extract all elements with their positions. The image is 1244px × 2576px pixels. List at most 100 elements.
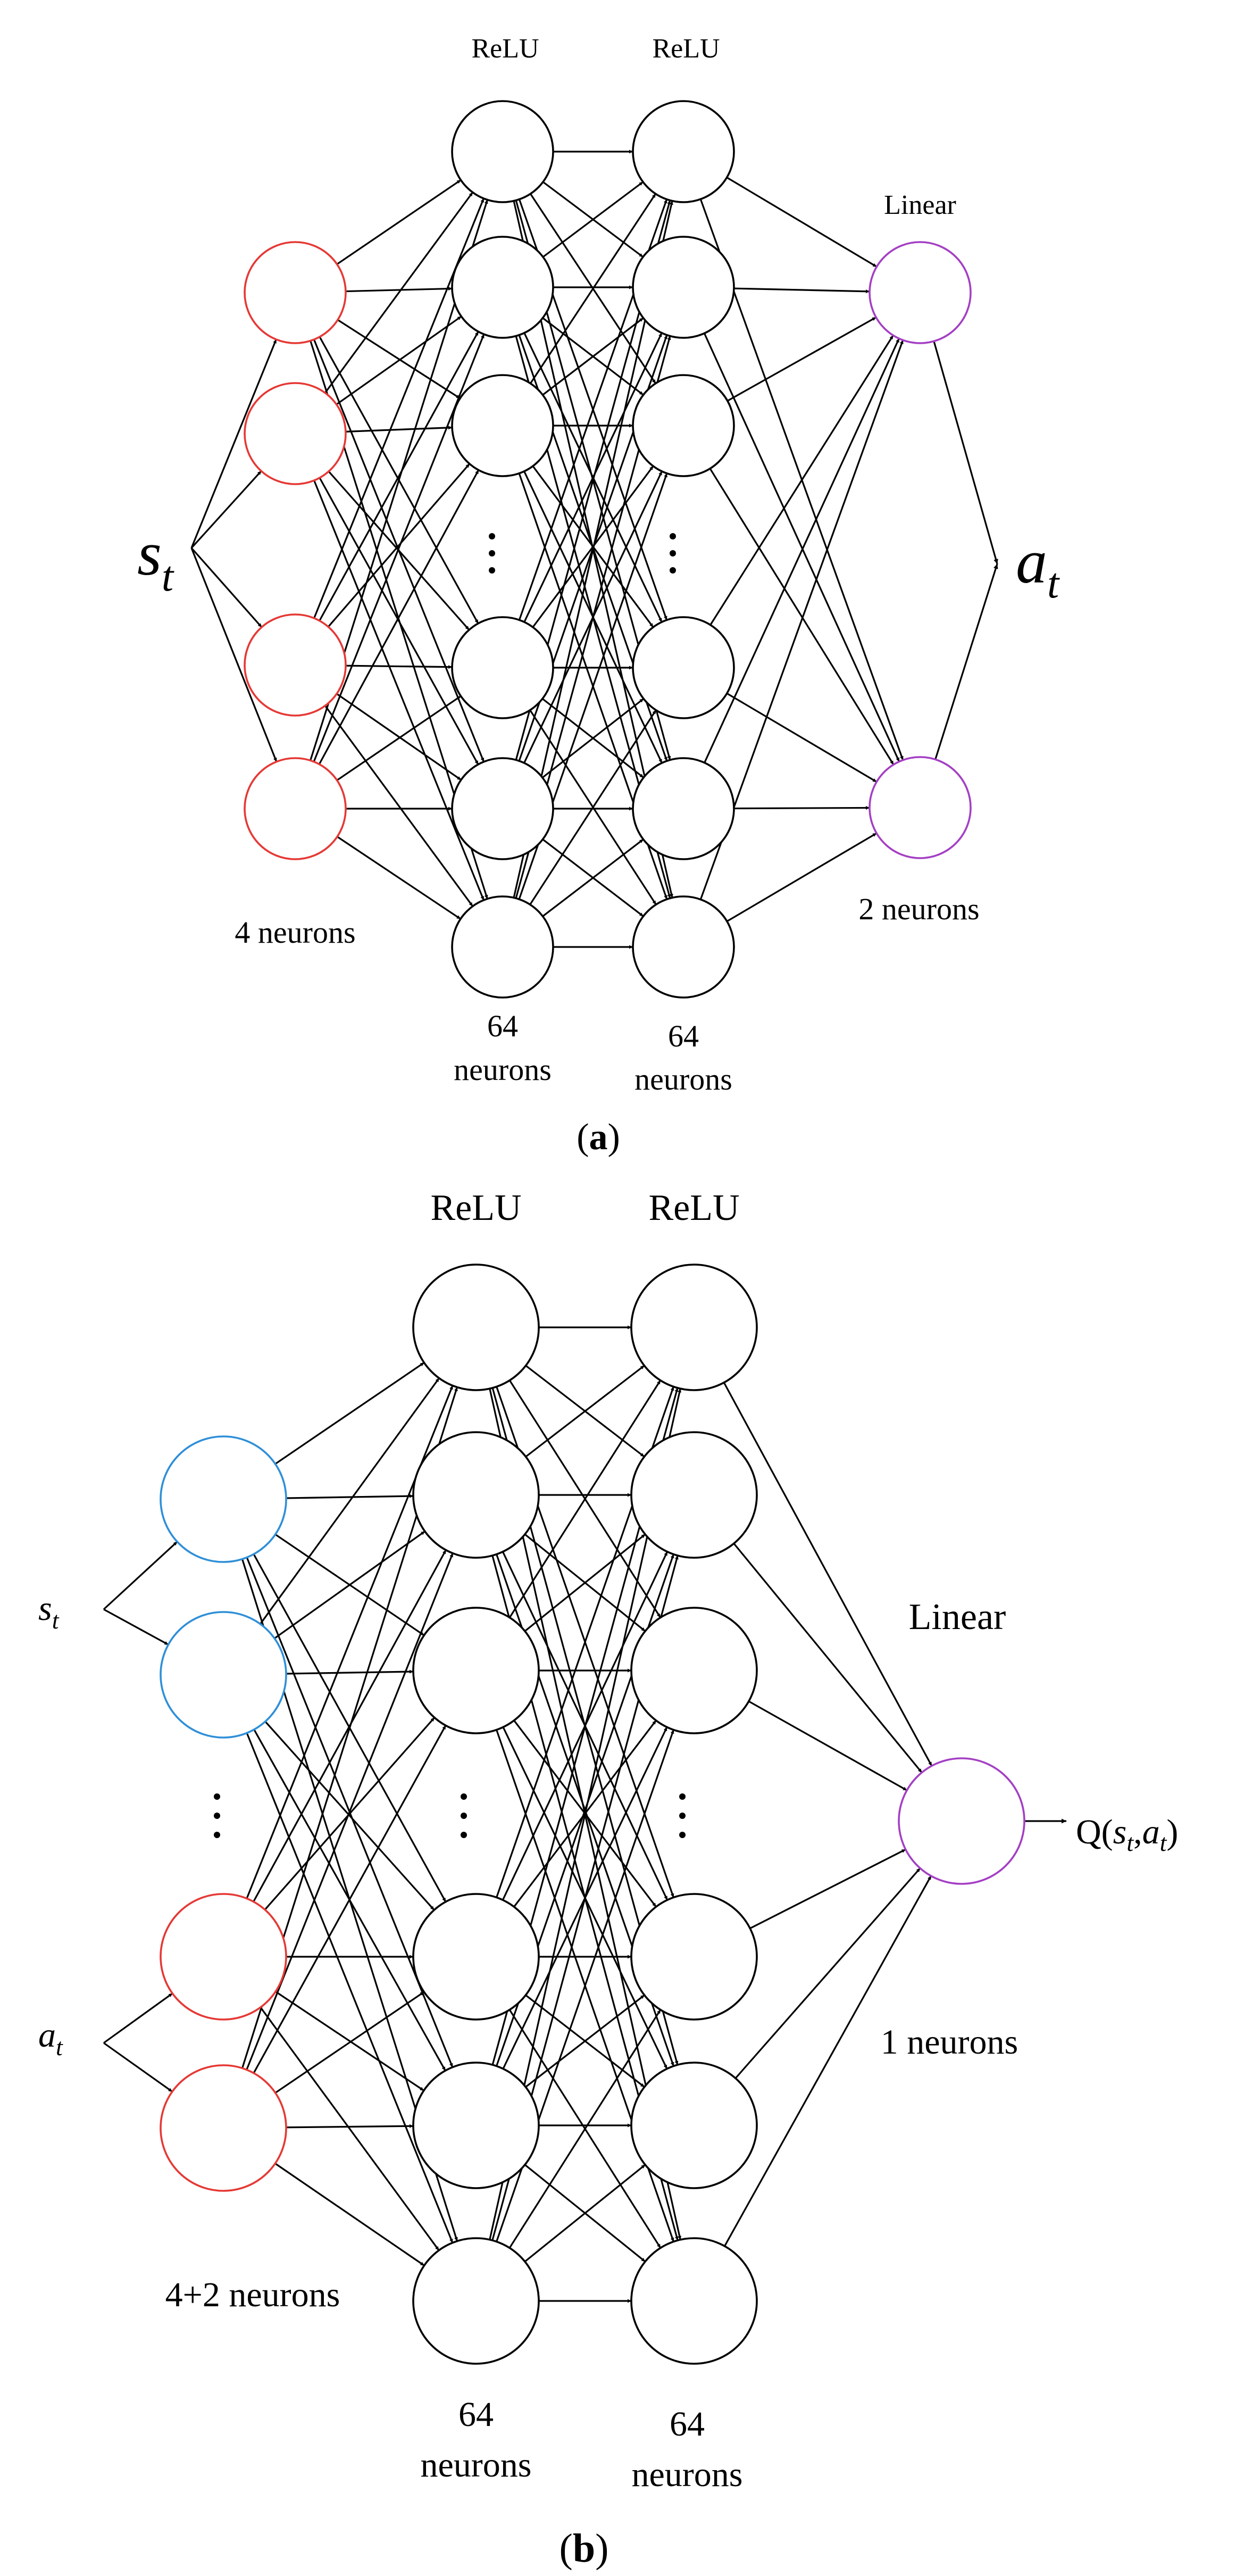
panel-b-hidden2-neuron — [630, 2237, 758, 2365]
panel-b-edge-hidden1-hidden2 — [525, 1994, 645, 2088]
panel-a-hidden2-neuron — [632, 616, 735, 719]
panel-a-hidden1-neuron — [451, 616, 554, 719]
panel-a-hidden2-neuron — [632, 100, 735, 203]
panel-b-edge-input-hidden1 — [286, 2124, 414, 2129]
panel-a-hidden1-neuron — [451, 374, 554, 477]
panel-b-input-label-state: st — [38, 1589, 60, 1634]
panel-a-input-arrow — [190, 547, 278, 762]
panel-b-input-neuron — [160, 1893, 287, 2021]
panel-a-ellipsis-hidden2 — [670, 567, 676, 574]
panel-b-hidden2-neuron — [630, 2062, 758, 2189]
panel-b-hidden1-neuron — [412, 1431, 540, 1559]
panel-a-output-arrow — [933, 340, 998, 564]
panel-a-output-label-main: a — [1016, 527, 1047, 596]
panel-b-edge-input-hidden1 — [264, 1721, 435, 1911]
panel-a-output-label-sub: t — [1047, 560, 1060, 607]
panel-a-count-hidden-1-line-1: 64 — [487, 1009, 518, 1043]
panel-a: ReLU ReLU Linear st at 4 neurons 64 neur… — [137, 34, 1060, 1158]
panel-b-activation-output: Linear — [909, 1597, 1006, 1638]
panel-a-edge-input-hidden1 — [345, 426, 453, 433]
panel-b-input-label-action: at — [38, 2016, 63, 2060]
panel-b-count-output: 1 neurons — [881, 2023, 1018, 2062]
panel-b-ellipsis-hidden2 — [679, 1793, 686, 1800]
panel-a-edge-hidden2-output — [703, 333, 900, 762]
panel-b-hidden1-neuron — [412, 2062, 540, 2189]
panel-b-edge-hidden1-hidden2 — [525, 1365, 645, 1458]
panel-b-edge-input-hidden1 — [253, 1725, 447, 2074]
panel-a-count-hidden-2-line-2: neurons — [634, 1062, 732, 1096]
panel-b-caption-open: ( — [560, 2526, 573, 2571]
panel-b-hidden2-neuron — [630, 1893, 758, 2021]
panel-a-hidden2-neuron — [632, 236, 735, 339]
panel-b-edge-input-hidden1 — [260, 2007, 440, 2251]
panel-b-input-label-action-main: a — [38, 2016, 56, 2055]
panel-b-count-input: 4+2 neurons — [165, 2275, 340, 2314]
panel-a-input-neuron — [244, 757, 347, 860]
panel-b-input-neuron — [160, 1611, 287, 1739]
panel-a-edge-hidden1-hidden2 — [542, 181, 644, 258]
panel-b-edge-hidden2-output — [734, 1867, 921, 2079]
panel-b-output-label-prefix: Q( — [1076, 1813, 1113, 1851]
panel-a-edge-input-hidden1 — [328, 463, 470, 628]
panel-a-edge-input-hidden1 — [324, 705, 473, 907]
panel-b-ellipsis-hidden1 — [461, 1832, 467, 1838]
panel-b-input-neuron — [160, 1435, 287, 1563]
panel-a-caption-open: ( — [577, 1117, 589, 1158]
panel-b-edge-hidden2-output — [723, 1382, 933, 1767]
panel-a-edge-hidden2-output — [727, 832, 877, 923]
panel-a-output-neuron — [869, 756, 972, 859]
panel-a-ellipsis-hidden1 — [489, 550, 495, 556]
panel-a-ellipsis-hidden2 — [670, 533, 676, 539]
panel-a-input-arrow — [190, 339, 277, 549]
panel-a-output-arrow — [934, 563, 998, 760]
panel-a-count-hidden-2-line-1: 64 — [668, 1019, 699, 1053]
panel-b-count-hidden-2-line-1: 64 — [670, 2405, 705, 2444]
panel-a-edge-input-hidden1 — [319, 331, 479, 621]
panel-a-edge-input-hidden1 — [319, 477, 479, 765]
panel-a-edge-input-hidden1 — [337, 836, 461, 920]
panel-a-ellipsis-hidden1 — [489, 533, 495, 539]
panel-a-hidden1-neuron — [451, 236, 554, 339]
panel-a-edge-input-hidden1 — [337, 319, 461, 400]
panel-a-input-neuron — [244, 241, 347, 344]
panel-b-count-hidden-2-line-2: neurons — [632, 2455, 743, 2494]
panel-b-ellipsis-hidden2 — [679, 1832, 686, 1838]
panel-b-count-hidden-1-line-2: neurons — [421, 2446, 532, 2484]
panel-b-state-input-arrow — [103, 1541, 178, 1610]
panel-b-ellipses — [214, 1793, 686, 1838]
panel-a-edge-hidden2-output — [733, 287, 870, 294]
panel-a-output-label: at — [1016, 527, 1060, 607]
panel-a-edge-hidden1-hidden2 — [529, 709, 657, 905]
panel-a-edge-hidden1-hidden2 — [542, 838, 644, 917]
panel-a-edge-input-hidden1 — [345, 287, 453, 293]
panel-b-edge-input-hidden1 — [246, 1732, 454, 2243]
panel-a-input-arrow — [190, 470, 262, 549]
panel-a-count-hidden-1-line-2: neurons — [454, 1052, 552, 1087]
panel-b-caption-letter: b — [573, 2526, 595, 2571]
panel-b-edge-input-hidden1 — [274, 1991, 425, 2094]
panel-a-input-label-main: s — [137, 519, 162, 588]
panel-a-edge-hidden2-output — [709, 335, 894, 626]
panel-a-edge-hidden2-output — [727, 317, 876, 402]
panel-a-hidden1-neuron — [451, 100, 554, 203]
panel-b: ReLU ReLU Linear st at Q(st,at) 4+2 neur… — [38, 1187, 1178, 2571]
panel-a-input-arrow — [190, 547, 263, 628]
panel-a-hidden1-neuron — [451, 757, 554, 860]
panel-b-input-label-action-sub: t — [56, 2033, 63, 2060]
panel-b-ellipsis-input — [214, 1813, 220, 1819]
panel-b-edge-input-hidden1 — [274, 2163, 425, 2266]
panel-a-edge-input-hidden1 — [336, 315, 462, 405]
panel-a-input-label: st — [137, 519, 174, 600]
panel-b-ellipsis-input — [214, 1832, 220, 1838]
panel-a-edge-input-hidden1 — [336, 179, 462, 265]
panel-b-edge-hidden1-hidden2 — [508, 2009, 662, 2249]
panel-b-edge-hidden1-hidden2 — [508, 1380, 662, 1618]
panel-b-input-label-state-main: s — [38, 1589, 52, 1628]
panel-a-edge-hidden2-output — [726, 177, 878, 268]
panel-b-action-input-arrow — [103, 1992, 173, 2044]
panel-a-ellipsis-hidden1 — [489, 567, 495, 574]
panel-b-hidden2-neuron — [630, 1431, 758, 1559]
panel-a-activation-hidden-1: ReLU — [471, 34, 539, 64]
panel-a-caption-letter: a — [589, 1117, 608, 1158]
panel-b-output-label: Q(st,at) — [1076, 1813, 1178, 1856]
